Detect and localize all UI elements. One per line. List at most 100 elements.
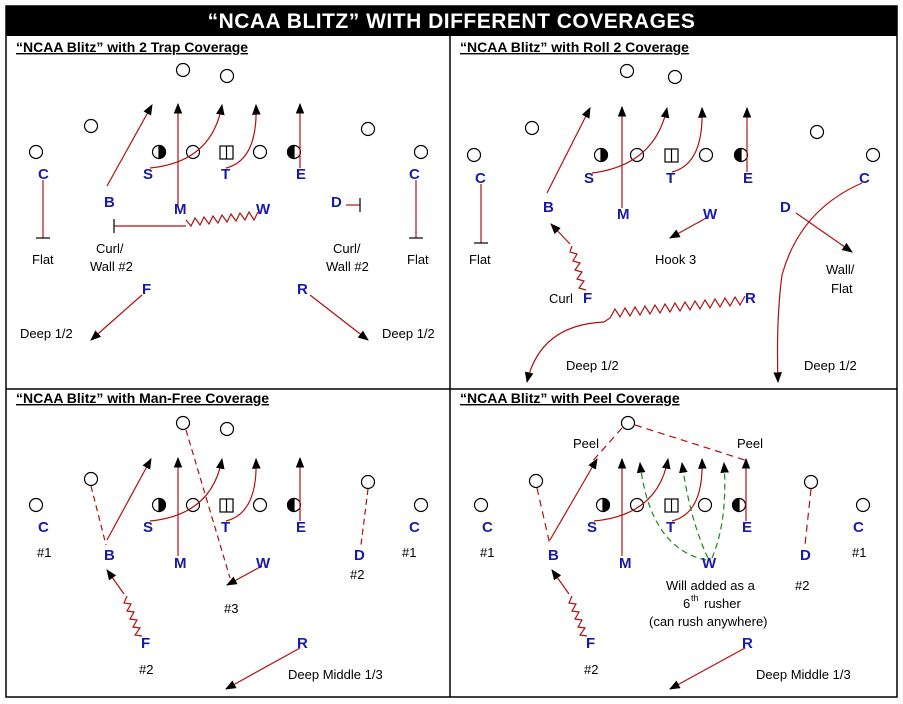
route-r bbox=[669, 647, 746, 690]
defender-c1: C bbox=[482, 519, 493, 536]
defender-d: D bbox=[331, 194, 342, 211]
route-d bbox=[795, 212, 853, 253]
route-r-zigzag bbox=[603, 295, 746, 323]
note-curl-right: Curl/ bbox=[333, 241, 361, 256]
man-line-d bbox=[360, 488, 369, 546]
offense bbox=[28, 62, 429, 160]
rush-option bbox=[636, 461, 707, 561]
note-num2-f: #2 bbox=[584, 662, 598, 677]
note-flat-right: Flat bbox=[831, 281, 853, 296]
defender-f: F bbox=[141, 635, 150, 652]
defender-e: E bbox=[743, 170, 753, 187]
receiver-qb bbox=[620, 415, 636, 431]
defender-c2: C bbox=[409, 166, 420, 183]
zone-notes: #1 #1 #2 #3 #2 Deep Middle 1/3 bbox=[37, 545, 416, 682]
note-wall-left: Wall #2 bbox=[90, 259, 133, 274]
half-lineman-fill bbox=[731, 497, 740, 513]
defense: C B S M T W E D C F R bbox=[482, 519, 864, 652]
defender-d: D bbox=[800, 547, 811, 564]
offense bbox=[473, 415, 871, 513]
receiver-wide-left bbox=[473, 497, 489, 513]
note-wall: Wall/ bbox=[826, 262, 855, 277]
receiver-qb bbox=[175, 415, 191, 431]
route-c2 bbox=[773, 182, 863, 384]
defender-m: M bbox=[619, 555, 632, 572]
defender-d: D bbox=[780, 199, 791, 216]
half-lineman-fill bbox=[733, 147, 742, 163]
defense: C B S M T W E D C F R bbox=[38, 519, 420, 652]
note-curl: Curl bbox=[549, 291, 573, 306]
defender-b: B bbox=[548, 547, 559, 564]
defender-s: S bbox=[143, 166, 153, 183]
peel-line-left bbox=[589, 427, 623, 465]
note-deep-left: Deep 1/2 bbox=[20, 326, 73, 341]
defender-c1: C bbox=[38, 166, 49, 183]
man-line-b bbox=[536, 487, 551, 546]
note-will-rusher: rusher bbox=[704, 596, 742, 611]
route-b bbox=[549, 458, 598, 541]
route-b bbox=[546, 107, 591, 194]
defender-s: S bbox=[587, 519, 597, 536]
defender-e: E bbox=[296, 166, 306, 183]
panel-man-free: “NCAA Blitz” with Man-Free Coverage bbox=[16, 390, 429, 690]
defender-w: W bbox=[702, 555, 717, 572]
receiver-back bbox=[667, 69, 683, 85]
defender-r: R bbox=[297, 635, 308, 652]
defender-w: W bbox=[703, 206, 718, 223]
route-s bbox=[593, 457, 671, 522]
lineman bbox=[629, 147, 645, 163]
receiver-wide-right bbox=[413, 144, 429, 160]
panel-heading: “NCAA Blitz” with 2 Trap Coverage bbox=[16, 39, 248, 55]
note-num2-f: #2 bbox=[139, 662, 153, 677]
route-w bbox=[226, 565, 263, 586]
defender-d: D bbox=[354, 547, 365, 564]
note-deep-right: Deep 1/2 bbox=[382, 326, 435, 341]
half-lineman-fill bbox=[286, 497, 295, 513]
defender-m: M bbox=[617, 206, 630, 223]
defender-r: R bbox=[742, 635, 753, 652]
defender-s: S bbox=[584, 170, 594, 187]
lineman bbox=[185, 144, 201, 160]
defender-f: F bbox=[583, 290, 592, 307]
note-flat-left: Flat bbox=[32, 252, 54, 267]
receiver-wide-left bbox=[28, 497, 44, 513]
receiver-wide-right bbox=[855, 497, 871, 513]
rush-option bbox=[679, 461, 709, 559]
receiver-wide-right bbox=[865, 147, 881, 163]
rush-option bbox=[711, 461, 729, 559]
route-s bbox=[591, 106, 670, 174]
route-t bbox=[671, 457, 707, 522]
defender-r: R bbox=[297, 281, 308, 298]
defender-b: B bbox=[543, 199, 554, 216]
defender-b: B bbox=[104, 194, 115, 211]
zone-notes: Flat Hook 3 Wall/ Flat Curl Deep 1/2 Dee… bbox=[469, 252, 857, 373]
defense: C B S M T W E D C F R bbox=[475, 170, 870, 307]
routes bbox=[549, 457, 751, 690]
route-b bbox=[106, 458, 152, 541]
defender-t: T bbox=[221, 519, 230, 536]
defender-w: W bbox=[256, 201, 271, 218]
route-f-zigzag bbox=[568, 595, 588, 637]
route-f-deep bbox=[524, 321, 605, 384]
note-num1-left: #1 bbox=[480, 545, 494, 560]
defender-r: R bbox=[745, 290, 756, 307]
man-coverage bbox=[90, 429, 369, 579]
defender-c2: C bbox=[409, 519, 420, 536]
note-deep-right: Deep 1/2 bbox=[804, 358, 857, 373]
half-lineman-fill bbox=[158, 144, 167, 160]
offense bbox=[466, 63, 881, 163]
panel-peel: “NCAA Blitz” with Peel Coverage bbox=[460, 390, 871, 690]
outer-border bbox=[5, 5, 898, 698]
panel-heading: “NCAA Blitz” with Peel Coverage bbox=[460, 390, 680, 406]
defender-c1: C bbox=[475, 170, 486, 187]
note-deep-middle: Deep Middle 1/3 bbox=[288, 667, 383, 682]
note-curl-left: Curl/ bbox=[96, 241, 124, 256]
note-num1-right: #1 bbox=[402, 545, 416, 560]
route-f-zigzag bbox=[123, 595, 143, 637]
man-line-d bbox=[804, 488, 812, 546]
defender-f: F bbox=[142, 281, 151, 298]
note-wall-right: Wall #2 bbox=[326, 259, 369, 274]
defender-t: T bbox=[666, 170, 675, 187]
